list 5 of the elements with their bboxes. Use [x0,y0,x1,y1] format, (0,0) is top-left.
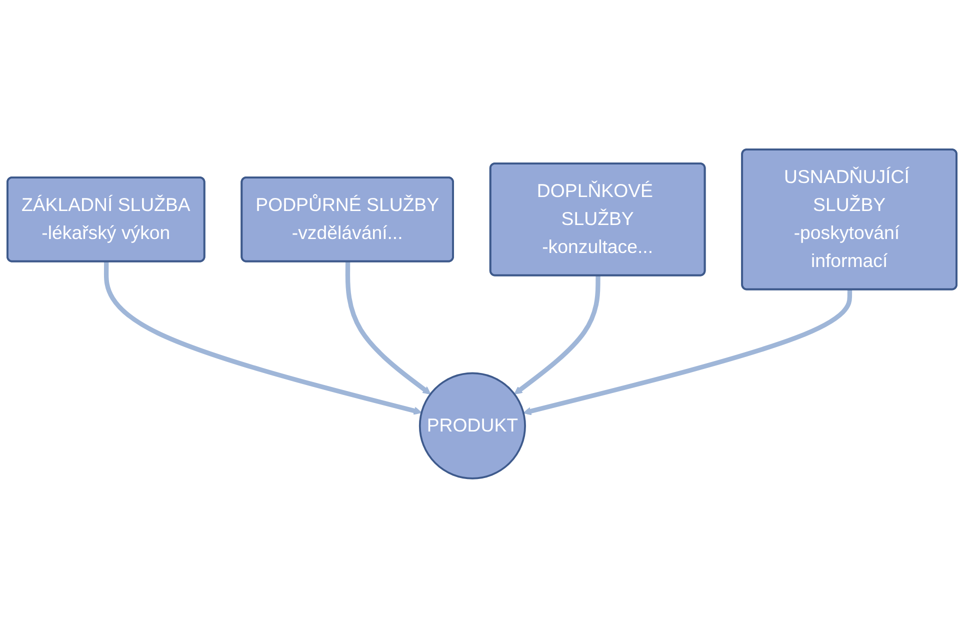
arrow [345,261,431,394]
arrow [523,289,852,415]
arrow [104,261,422,414]
arrow [514,275,600,394]
node-circle: PRODUKT [418,372,526,479]
